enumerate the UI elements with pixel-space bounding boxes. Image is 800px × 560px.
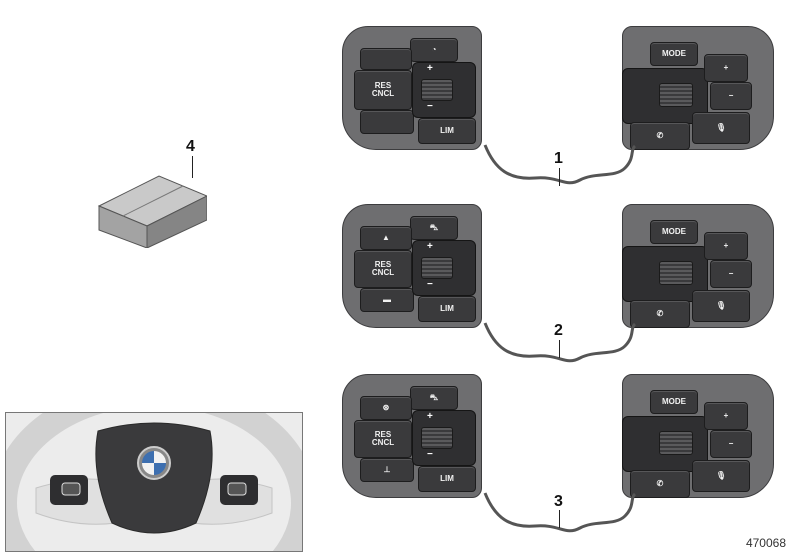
plus-button[interactable]: + <box>704 232 748 260</box>
distance-icon: ⛍ <box>429 223 439 232</box>
speed-roller-pad[interactable]: + − <box>412 410 476 466</box>
driving-assistant-icon: ⊛ <box>382 403 390 412</box>
upper-blank-button[interactable] <box>360 48 412 70</box>
volume-roller-wheel[interactable] <box>659 261 693 285</box>
lane-assist-down-button[interactable]: ▬ <box>360 288 414 312</box>
plus-button[interactable]: + <box>704 402 748 430</box>
cable-3 <box>483 492 637 533</box>
minus-button[interactable]: − <box>710 430 752 458</box>
right-switch-module-1[interactable]: MODE + − ✆ 🎙 <box>612 18 782 158</box>
lower-blank-button[interactable] <box>360 110 414 134</box>
lim-label: LIM <box>440 474 454 483</box>
res-cncl-button[interactable]: RES CNCL <box>354 70 412 110</box>
box-part-4[interactable] <box>97 168 209 249</box>
phone-button[interactable]: ✆ <box>630 300 690 328</box>
mode-button[interactable]: MODE <box>650 42 698 66</box>
left-switch-module-3[interactable]: ⛍ ⊛ RES CNCL ⊥ + − LIM <box>338 366 488 506</box>
speed-limiter-icon: ◔ <box>431 45 437 54</box>
microphone-icon: 🎙 <box>715 301 727 310</box>
lane-assist-down-icon: ▬ <box>383 295 391 304</box>
cable-1 <box>483 144 637 185</box>
mode-label: MODE <box>662 227 686 236</box>
lim-label: LIM <box>440 126 454 135</box>
mode-button[interactable]: MODE <box>650 220 698 244</box>
minus-label: − <box>427 101 433 112</box>
res-label: RES <box>374 260 392 269</box>
leader-line-3 <box>559 510 560 528</box>
res-label: RES <box>374 81 392 90</box>
minus-label: − <box>427 449 433 460</box>
plus-label: + <box>723 241 729 250</box>
distance-button[interactable]: ⛍ <box>410 216 458 240</box>
cncl-label: CNCL <box>371 268 395 277</box>
callout-1[interactable]: 1 <box>554 150 563 167</box>
volume-roller-wheel[interactable] <box>659 431 693 455</box>
left-switch-module-1[interactable]: ◔ RES CNCL + − LIM <box>338 18 488 158</box>
lim-label: LIM <box>440 304 454 313</box>
lim-button[interactable]: LIM <box>418 466 476 492</box>
cncl-label: CNCL <box>371 438 395 447</box>
callout-2[interactable]: 2 <box>554 322 563 339</box>
mode-label: MODE <box>662 49 686 58</box>
lane-assist-up-button[interactable]: ▲ <box>360 226 412 250</box>
microphone-button[interactable]: 🎙 <box>692 460 750 492</box>
minus-label: − <box>427 279 433 290</box>
mode-label: MODE <box>662 397 686 406</box>
microphone-button[interactable]: 🎙 <box>692 112 750 144</box>
speed-limiter-button[interactable]: ◔ <box>410 38 458 62</box>
plus-label: + <box>427 63 433 74</box>
leader-line-1 <box>559 168 560 186</box>
phone-icon: ✆ <box>656 479 664 488</box>
microphone-button[interactable]: 🎙 <box>692 290 750 322</box>
cncl-label: CNCL <box>371 89 395 98</box>
plus-label: + <box>723 411 729 420</box>
speed-roller-pad[interactable]: + − <box>412 62 476 118</box>
plus-label: + <box>427 241 433 252</box>
part-number-label: 470068 <box>745 536 786 550</box>
plus-label: + <box>427 411 433 422</box>
right-switch-module-2[interactable]: MODE + − ✆ 🎙 <box>612 196 782 336</box>
phone-button[interactable]: ✆ <box>630 470 690 498</box>
res-label: RES <box>374 430 392 439</box>
distance-button[interactable]: ⛍ <box>410 386 458 410</box>
minus-label: − <box>728 91 734 100</box>
lim-button[interactable]: LIM <box>418 296 476 322</box>
distance-icon: ⛍ <box>429 393 439 402</box>
speed-roller-wheel[interactable] <box>421 257 453 279</box>
speed-roller-wheel[interactable] <box>421 427 453 449</box>
leader-line-4 <box>192 156 193 178</box>
volume-roller-wheel[interactable] <box>659 83 693 107</box>
cable-2 <box>483 322 637 363</box>
phone-button[interactable]: ✆ <box>630 122 690 150</box>
plus-label: + <box>723 63 729 72</box>
lane-assist-up-icon: ▲ <box>382 233 390 242</box>
callout-4[interactable]: 4 <box>186 138 195 155</box>
minus-button[interactable]: − <box>710 260 752 288</box>
speed-roller-wheel[interactable] <box>421 79 453 101</box>
minus-label: − <box>728 439 734 448</box>
traffic-jam-assist-button[interactable]: ⊥ <box>360 458 414 482</box>
res-cncl-button[interactable]: RES CNCL <box>354 420 412 458</box>
microphone-icon: 🎙 <box>715 471 727 480</box>
steering-wheel-illustration <box>6 413 302 551</box>
microphone-icon: 🎙 <box>715 123 727 132</box>
callout-3[interactable]: 3 <box>554 493 563 510</box>
phone-icon: ✆ <box>656 131 664 140</box>
minus-label: − <box>728 269 734 278</box>
right-switch-module-3[interactable]: MODE + − ✆ 🎙 <box>612 366 782 506</box>
plus-button[interactable]: + <box>704 54 748 82</box>
driving-assistant-button[interactable]: ⊛ <box>360 396 412 420</box>
leader-line-2 <box>559 340 560 358</box>
left-switch-module-2[interactable]: ⛍ ▲ RES CNCL ▬ + − LIM <box>338 196 488 336</box>
steering-wheel-inset <box>5 412 303 552</box>
minus-button[interactable]: − <box>710 82 752 110</box>
speed-roller-pad[interactable]: + − <box>412 240 476 296</box>
res-cncl-button[interactable]: RES CNCL <box>354 250 412 288</box>
lim-button[interactable]: LIM <box>418 118 476 144</box>
traffic-jam-assist-icon: ⊥ <box>383 465 391 474</box>
phone-icon: ✆ <box>656 309 664 318</box>
box-illustration <box>97 175 209 249</box>
mode-button[interactable]: MODE <box>650 390 698 414</box>
